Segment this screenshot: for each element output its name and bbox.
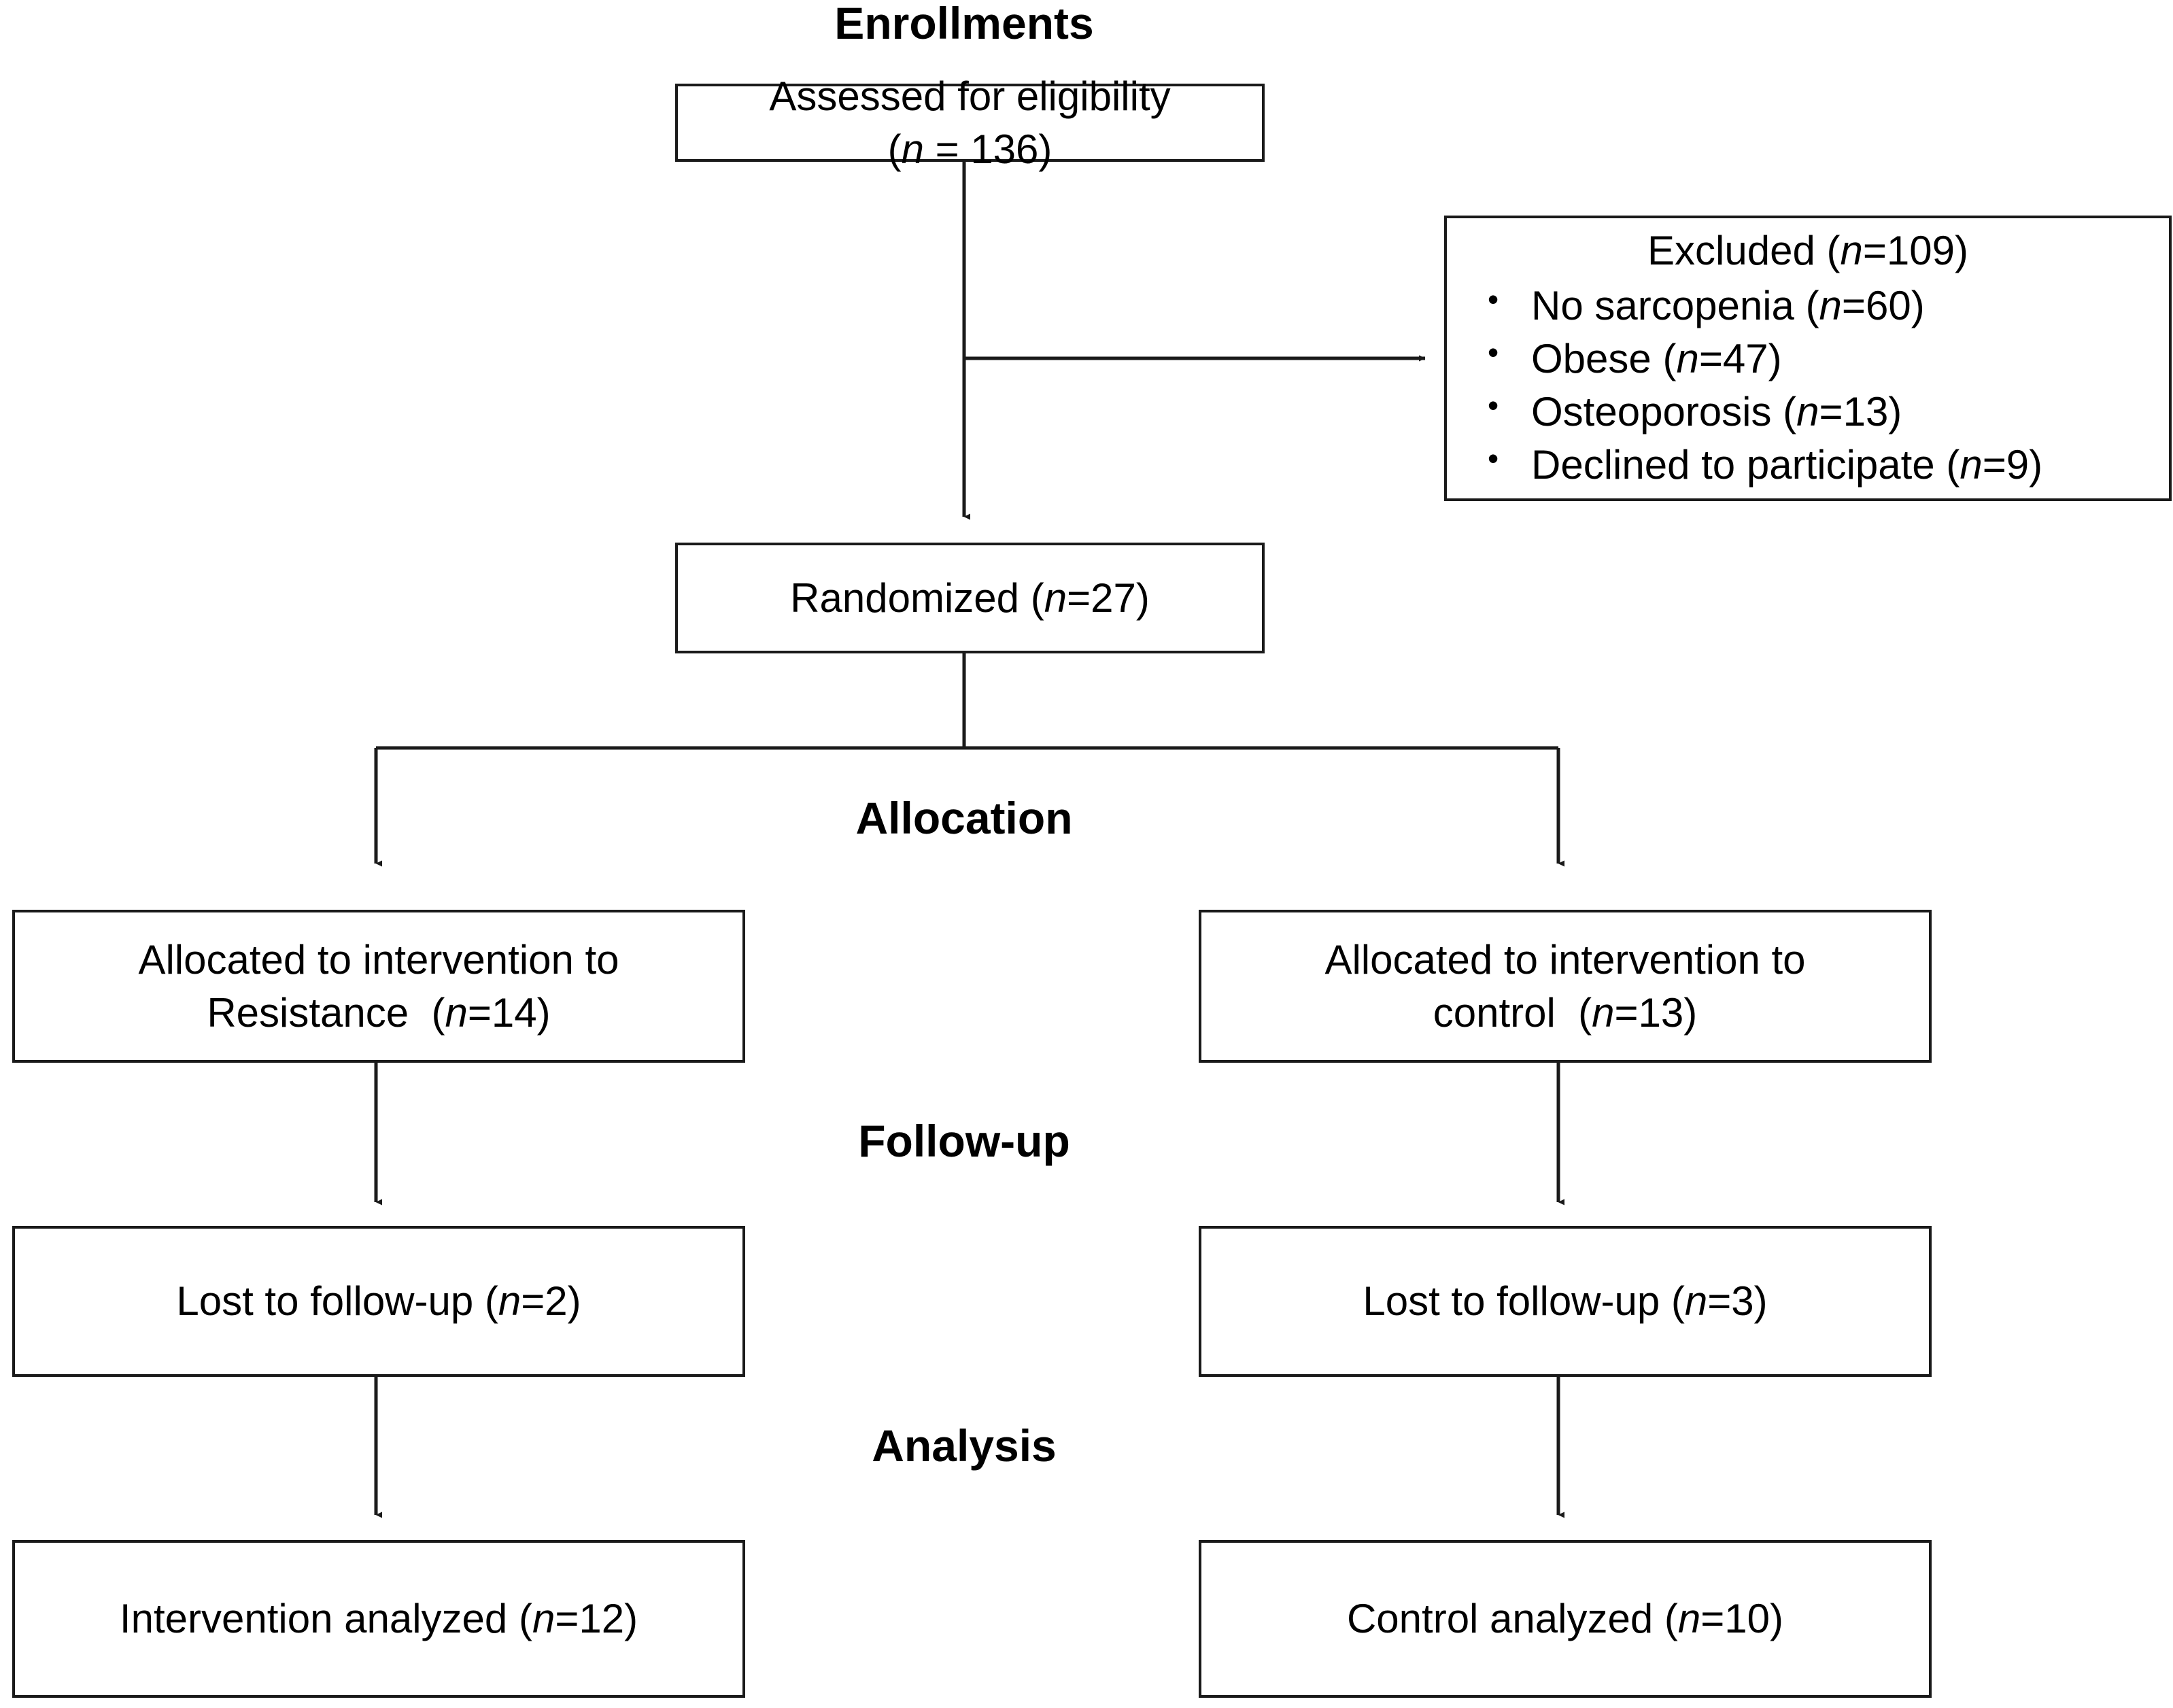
alloc-left-line2-post: =14) xyxy=(467,989,551,1036)
bullet-icon: • xyxy=(1488,387,1499,423)
box-control-analyzed: Control analyzed (n=10) xyxy=(1199,1540,1932,1698)
box-allocated-resistance: Allocated to intervention to Resistance (… xyxy=(12,910,745,1063)
excluded-reason-post: =13) xyxy=(1819,388,1902,434)
alloc-right-line1: Allocated to intervention to xyxy=(1324,936,1806,983)
excluded-reason-n: n xyxy=(1796,388,1819,434)
excluded-reason-item: • Declined to participate (n=9) xyxy=(1447,439,2169,492)
bullet-icon: • xyxy=(1488,281,1499,317)
assessed-line2-n: n xyxy=(901,126,924,172)
analyzed-left-post: =12) xyxy=(555,1596,638,1641)
excluded-reason-text: Osteoporosis (n=13) xyxy=(1531,386,2169,439)
excluded-reason-n: n xyxy=(1819,282,1842,328)
lost-right-n: n xyxy=(1684,1278,1708,1324)
excluded-reason-item: • No sarcopenia (n=60) xyxy=(1447,279,2169,332)
excluded-reason-post: =60) xyxy=(1841,282,1925,328)
excluded-reason-list: • No sarcopenia (n=60) • Obese (n=47) • … xyxy=(1447,279,2169,492)
alloc-right-line2-pre: control ( xyxy=(1433,989,1592,1036)
lost-right-post: =3) xyxy=(1707,1278,1768,1324)
alloc-right-line2-post: =13) xyxy=(1614,989,1698,1036)
excluded-reason-pre: Osteoporosis ( xyxy=(1531,388,1797,434)
bullet-icon: • xyxy=(1488,440,1499,476)
excluded-head-n: n xyxy=(1840,228,1863,274)
stage-label-analysis: Analysis xyxy=(872,1420,1057,1471)
box-allocated-control-text: Allocated to intervention to control (n=1… xyxy=(1315,934,1815,1040)
analyzed-left-n: n xyxy=(532,1596,555,1641)
randomized-post: =27) xyxy=(1067,575,1150,621)
excluded-reason-n: n xyxy=(1960,441,1983,488)
box-lost-followup-resistance-text: Lost to follow-up (n=2) xyxy=(167,1275,590,1328)
box-lost-followup-control: Lost to follow-up (n=3) xyxy=(1199,1226,1932,1377)
excluded-reason-pre: Declined to participate ( xyxy=(1531,441,1960,488)
box-lost-followup-control-text: Lost to follow-up (n=3) xyxy=(1353,1275,1777,1328)
excluded-heading: Excluded (n=109) xyxy=(1447,225,2169,277)
box-assessed-text: Assessed for eligibility (n = 136) xyxy=(759,70,1180,176)
excluded-head-post: =109) xyxy=(1862,228,1968,274)
excluded-reason-text: Declined to participate (n=9) xyxy=(1531,439,2169,492)
excluded-reason-item: • Obese (n=47) xyxy=(1447,332,2169,386)
excluded-reason-post: =47) xyxy=(1698,335,1782,381)
excluded-reason-pre: Obese ( xyxy=(1531,335,1677,381)
excluded-head-pre: Excluded ( xyxy=(1647,228,1841,274)
bullet-icon: • xyxy=(1488,334,1499,370)
box-randomized: Randomized (n=27) xyxy=(675,543,1265,653)
excluded-reason-pre: No sarcopenia ( xyxy=(1531,282,1819,328)
randomized-n: n xyxy=(1044,575,1067,621)
excluded-reason-item: • Osteoporosis (n=13) xyxy=(1447,386,2169,439)
assessed-line2-pre: ( xyxy=(887,126,902,172)
box-excluded: Excluded (n=109) • No sarcopenia (n=60) … xyxy=(1444,216,2172,501)
excluded-reason-post: =9) xyxy=(1982,441,2043,488)
analyzed-right-post: =10) xyxy=(1700,1596,1784,1641)
box-assessed-for-eligibility: Assessed for eligibility (n = 136) xyxy=(675,73,1265,172)
box-allocated-resistance-text: Allocated to intervention to Resistance (… xyxy=(129,934,628,1040)
excluded-reason-text: Obese (n=47) xyxy=(1531,332,2169,386)
excluded-content: Excluded (n=109) • No sarcopenia (n=60) … xyxy=(1447,218,2169,498)
randomized-pre: Randomized ( xyxy=(790,575,1044,621)
box-randomized-text: Randomized (n=27) xyxy=(781,572,1159,625)
assessed-line2-post: = 136) xyxy=(923,126,1053,172)
assessed-line1: Assessed for eligibility xyxy=(769,73,1171,119)
alloc-left-line2-n: n xyxy=(445,989,468,1036)
lost-right-pre: Lost to follow-up ( xyxy=(1363,1278,1685,1324)
box-lost-followup-resistance: Lost to follow-up (n=2) xyxy=(12,1226,745,1377)
box-allocated-control: Allocated to intervention to control (n=1… xyxy=(1199,910,1932,1063)
alloc-right-line2-n: n xyxy=(1592,989,1615,1036)
alloc-left-line1: Allocated to intervention to xyxy=(138,936,619,983)
excluded-reason-text: No sarcopenia (n=60) xyxy=(1531,279,2169,332)
excluded-reason-n: n xyxy=(1676,335,1699,381)
stage-label-allocation: Allocation xyxy=(855,793,1073,843)
analyzed-left-pre: Intervention analyzed ( xyxy=(119,1596,532,1641)
lost-left-pre: Lost to follow-up ( xyxy=(176,1278,498,1324)
alloc-left-line2-pre: Resistance ( xyxy=(207,989,445,1036)
analyzed-right-pre: Control analyzed ( xyxy=(1346,1596,1678,1641)
lost-left-post: =2) xyxy=(521,1278,581,1324)
stage-label-enrollments: Enrollments xyxy=(834,0,1094,48)
analyzed-right-n: n xyxy=(1677,1596,1701,1641)
lost-left-n: n xyxy=(498,1278,521,1324)
box-intervention-analyzed: Intervention analyzed (n=12) xyxy=(12,1540,745,1698)
box-control-analyzed-text: Control analyzed (n=10) xyxy=(1337,1592,1793,1645)
stage-label-followup: Follow-up xyxy=(858,1116,1070,1166)
box-intervention-analyzed-text: Intervention analyzed (n=12) xyxy=(110,1592,647,1645)
